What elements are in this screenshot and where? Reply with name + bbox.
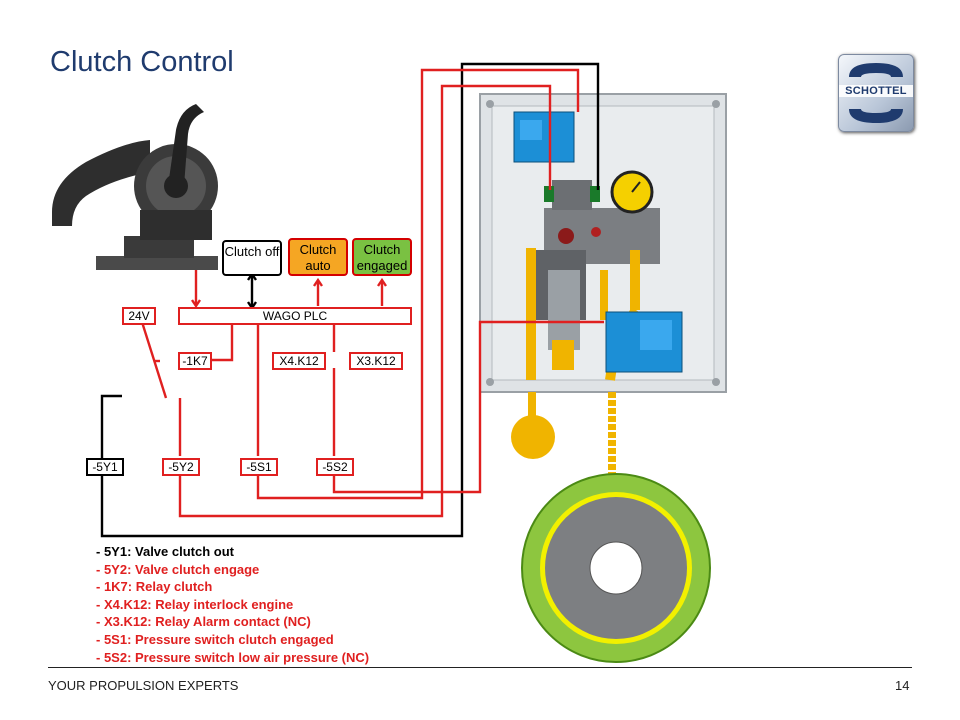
legend-item: - X3.K12: Relay Alarm contact (NC) bbox=[96, 614, 311, 630]
logo-text: SCHOTTEL bbox=[839, 85, 913, 97]
legend-item: - 5Y2: Valve clutch engage bbox=[96, 561, 260, 577]
switch-5s1: -5S1 bbox=[240, 458, 278, 476]
actuator-illustration bbox=[511, 415, 555, 459]
schottel-logo-icon bbox=[849, 63, 903, 123]
switch-5s2: -5S2 bbox=[316, 458, 354, 476]
legend-list: - 5Y1: Valve clutch out - 5Y2: Valve clu… bbox=[96, 543, 369, 666]
legend-item: - 5Y1: Valve clutch out bbox=[96, 544, 234, 559]
legend-item: - 1K7: Relay clutch bbox=[96, 579, 213, 595]
clutch-auto-indicator: Clutch auto bbox=[288, 238, 348, 276]
relay-x4-k12: X4.K12 bbox=[272, 352, 326, 370]
valve-5y2: -5Y2 bbox=[162, 458, 200, 476]
legend-item: - X4.K12: Relay interlock engine bbox=[96, 596, 294, 612]
legend-item: - 5S1: Pressure switch clutch engaged bbox=[96, 631, 334, 647]
page-title: Clutch Control bbox=[50, 46, 234, 78]
control-lever-illustration bbox=[52, 104, 218, 270]
schottel-logo: SCHOTTEL bbox=[838, 54, 914, 132]
relay-1k7: -1K7 bbox=[178, 352, 212, 370]
page-number: 14 bbox=[895, 678, 910, 693]
clutch-disc-illustration bbox=[521, 473, 711, 663]
relay-x3-k12: X3.K12 bbox=[349, 352, 403, 370]
plc-supply-label: 24V bbox=[122, 307, 156, 325]
wago-plc-box: WAGO PLC bbox=[178, 307, 412, 325]
footer-tagline: YOUR PROPULSION EXPERTS bbox=[48, 678, 239, 693]
clutch-engaged-indicator: Clutch engaged bbox=[352, 238, 412, 276]
footer-divider bbox=[48, 667, 912, 668]
valve-5y1: -5Y1 bbox=[86, 458, 124, 476]
clutch-off-indicator: Clutch off bbox=[222, 240, 282, 276]
legend-item: - 5S2: Pressure switch low air pressure … bbox=[96, 649, 370, 665]
pneumatic-panel-illustration bbox=[479, 93, 727, 393]
